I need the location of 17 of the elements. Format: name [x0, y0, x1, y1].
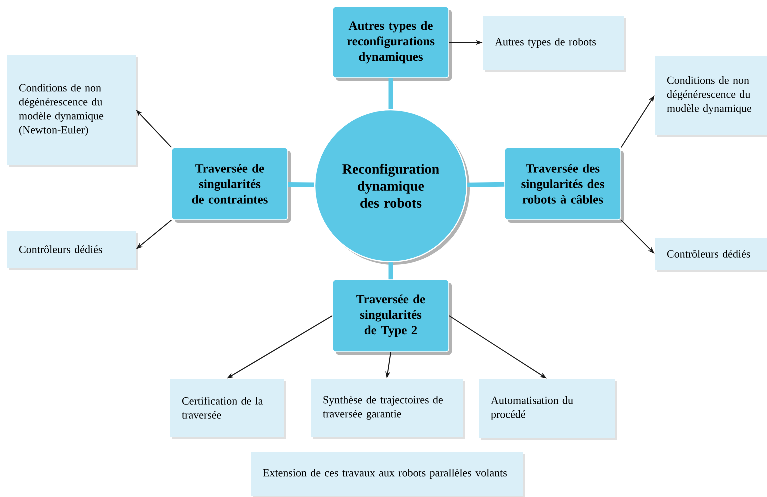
note-box: Contrôleurs dédiés	[7, 230, 138, 270]
topic-box: Traversée de singularités de Type 2	[332, 280, 452, 355]
note-box: Synthèse de trajectoires de traversée garantie	[311, 378, 465, 439]
note-box: Contrôleurs dédiés	[655, 238, 767, 272]
connector-bar	[468, 182, 505, 188]
note-box: Autres types de robots	[483, 16, 626, 72]
connector-bar	[388, 78, 394, 110]
topic-box: Traversée des singularités des robots à câbles	[504, 148, 624, 223]
connector-bar	[288, 182, 314, 188]
note-box: Conditions de non dégénérescence du modèle dynamique (Newton-Euler)	[7, 55, 138, 167]
note-box: Conditions de non dégénérescence du modèle dynamique	[655, 56, 767, 137]
note-box: Automatisation du procédé	[479, 378, 617, 440]
topic-box: Traversée de singularités de contraintes	[172, 148, 291, 223]
connector-bar	[388, 262, 394, 280]
topic-box: Autres types de reconfigurations dynamiques	[332, 6, 452, 81]
note-box: Extension de ces travaux aux robots parallèles volants	[251, 452, 525, 497]
note-box: Certification de la traversée	[170, 378, 286, 439]
